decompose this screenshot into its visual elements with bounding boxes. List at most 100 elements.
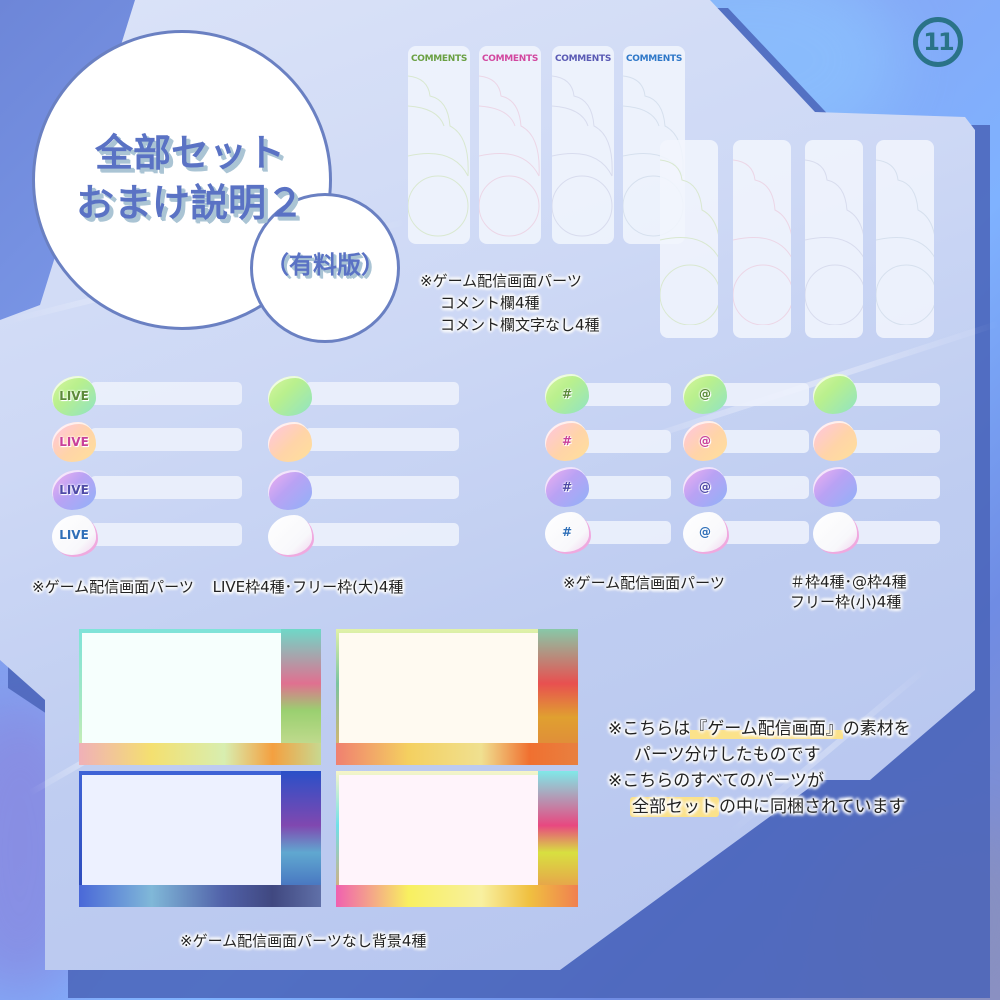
live-bar	[90, 382, 242, 405]
coral-decoration	[79, 885, 321, 907]
backgrounds-note: ※ゲーム配信画面パーツなし背景4種	[172, 928, 434, 954]
at-text: @	[699, 434, 711, 448]
shell-outline-icon	[408, 75, 469, 237]
live-note: ※ゲーム配信画面パーツ LIVE枠4種･フリー枠(大)4種	[24, 574, 411, 600]
shell-icon	[268, 422, 312, 462]
comment-panel: COMMENTS	[479, 46, 541, 244]
hash-text: #	[561, 387, 573, 401]
coral-decoration	[538, 629, 578, 765]
highlighted-text: 『ゲーム配信画面』	[690, 719, 843, 739]
info-note-line-3: ※こちらのすべてのパーツが	[608, 771, 825, 791]
title-line-2: おまけ説明２	[75, 181, 304, 225]
live-text: LIVE	[59, 483, 89, 497]
at-text: @	[699, 525, 711, 539]
comments-note-line-2: コメント欄4種	[440, 294, 540, 312]
comment-label: COMMENTS	[410, 54, 468, 64]
comment-label: COMMENTS	[554, 54, 612, 64]
info-note: ※こちらは『ゲーム配信画面』の素材を パーツ分けしたものです ※こちらのすべての…	[600, 714, 919, 822]
subtitle-circle	[250, 193, 400, 343]
tag-note-detail-line-1: ＃枠4種･@枠4種	[790, 573, 907, 591]
comments-note-line-1: ※ゲーム配信画面パーツ	[420, 272, 582, 290]
page-subtitle: （有料版）	[265, 251, 385, 279]
coral-decoration	[538, 771, 578, 907]
comment-panel: COMMENTS	[552, 46, 614, 244]
hash-badge: #	[545, 421, 589, 461]
title-line-1: 全部セット	[94, 131, 285, 175]
info-text: ※こちらは	[608, 719, 691, 739]
hash-bar	[580, 476, 671, 499]
live-bar	[90, 523, 242, 546]
coral-decoration	[336, 885, 578, 907]
shell-outline-icon	[552, 75, 613, 237]
shell-icon	[813, 374, 857, 414]
free-large-bar	[305, 382, 459, 405]
hash-badge: #	[545, 467, 589, 507]
live-badge: LIVE	[52, 470, 96, 510]
shell-icon	[268, 515, 312, 555]
highlighted-text: 全部セット	[630, 797, 719, 817]
info-text: の中に同梱されています	[719, 797, 906, 817]
shell-icon	[268, 470, 312, 510]
info-note-line-4: 全部セットの中に同梱されています	[608, 794, 911, 820]
page-title: 全部セット おまけ説明２	[50, 128, 330, 228]
live-badge: LIVE	[52, 376, 96, 416]
live-bar	[90, 476, 242, 499]
free-small-bar	[848, 383, 940, 406]
frame-screen	[82, 775, 282, 887]
backgrounds-note-text: ※ゲーム配信画面パーツなし背景4種	[180, 932, 427, 950]
hash-bar	[580, 383, 671, 406]
at-badge: @	[683, 421, 727, 461]
background-frame-pink	[336, 771, 578, 907]
free-small-bar	[848, 521, 940, 544]
at-bar	[718, 521, 809, 544]
comment-panel-blank	[805, 140, 863, 338]
at-bar	[718, 476, 809, 499]
shell-outline-icon	[733, 159, 791, 325]
background-frame-teal	[79, 629, 321, 765]
free-small-bar	[848, 430, 940, 453]
live-note-prefix: ※ゲーム配信画面パーツ	[32, 578, 194, 596]
shell-outline-icon	[660, 159, 718, 325]
free-large-bar	[305, 523, 459, 546]
tag-note-detail-line-2: フリー枠(小)4種	[790, 593, 902, 611]
hash-text: #	[561, 434, 573, 448]
shell-outline-icon	[876, 159, 934, 325]
hash-bar	[580, 430, 671, 453]
at-bar	[718, 383, 809, 406]
coral-decoration	[281, 771, 321, 907]
comment-label: COMMENTS	[625, 54, 683, 64]
comments-note: ※ゲーム配信画面パーツ コメント欄4種 コメント欄文字なし4種	[412, 268, 608, 338]
hash-text: #	[561, 480, 573, 494]
live-text: LIVE	[59, 528, 89, 542]
info-note-line-1: ※こちらは『ゲーム配信画面』の素材を	[608, 716, 911, 742]
shell-icon	[813, 467, 857, 507]
info-text: の素材を	[842, 719, 911, 739]
frame-screen	[82, 633, 282, 745]
coral-decoration	[336, 743, 578, 765]
live-note-detail: LIVE枠4種･フリー枠(大)4種	[212, 578, 404, 596]
free-large-bar	[305, 476, 459, 499]
at-badge: @	[683, 467, 727, 507]
hash-badge: #	[545, 374, 589, 414]
shell-outline-icon	[805, 159, 863, 325]
shell-icon	[813, 421, 857, 461]
coral-decoration	[281, 629, 321, 765]
comment-panel-blank	[876, 140, 934, 338]
at-text: @	[699, 387, 711, 401]
live-badge: LIVE	[52, 422, 96, 462]
frame-screen	[339, 633, 539, 745]
info-note-line-2: パーツ分けしたものです	[634, 745, 821, 765]
hash-badge: #	[545, 512, 589, 552]
at-badge: @	[683, 512, 727, 552]
tag-note: ※ゲーム配信画面パーツ	[555, 570, 733, 596]
tag-note-prefix: ※ゲーム配信画面パーツ	[563, 574, 725, 592]
comment-label: COMMENTS	[481, 54, 539, 64]
hash-bar	[580, 521, 671, 544]
free-small-bar	[848, 476, 940, 499]
coral-decoration	[79, 743, 321, 765]
comment-panel-blank	[733, 140, 791, 338]
live-text: LIVE	[59, 389, 89, 403]
comments-note-line-3: コメント欄文字なし4種	[440, 316, 600, 334]
page-number-badge: 11	[913, 17, 963, 67]
shell-icon	[813, 512, 857, 552]
